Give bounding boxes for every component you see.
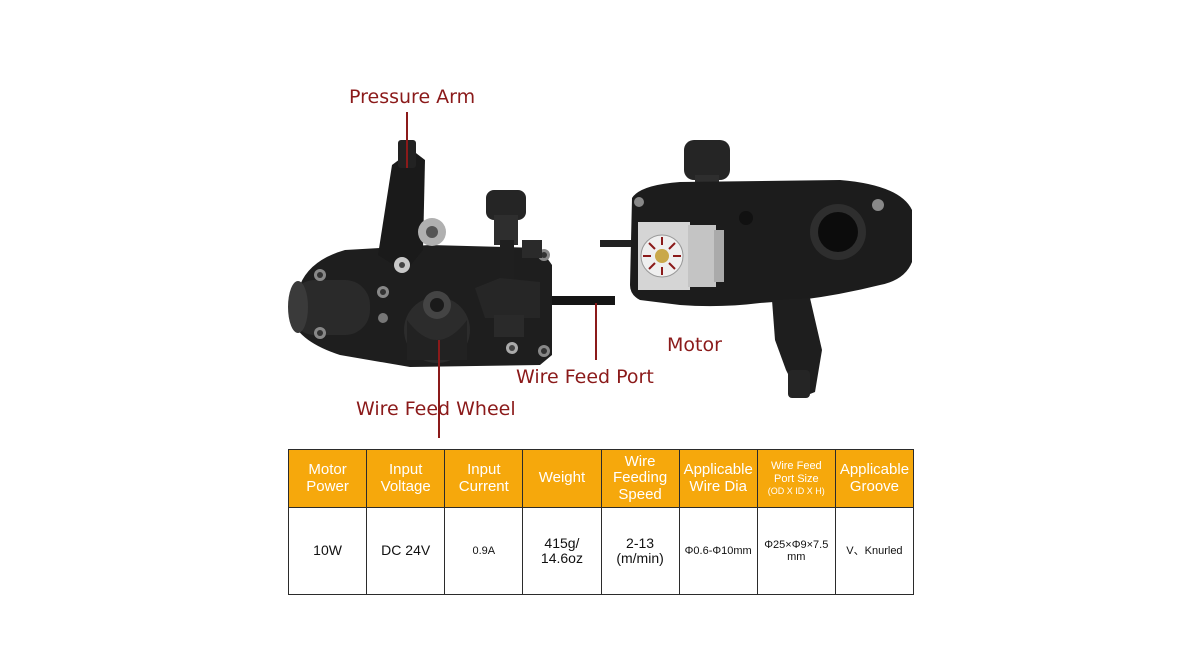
value-weight: 415g/ 14.6oz <box>522 507 602 595</box>
spec-table: Motor Power Input Voltage Input Current … <box>287 449 915 595</box>
wire-feeder-right-view <box>600 140 912 398</box>
header-input-current: Input Current <box>444 449 524 508</box>
value-applicable-groove: V、Knurled <box>834 507 915 595</box>
value-input-voltage: DC 24V <box>366 507 446 595</box>
header-wire-feeding-speed: Wire Feeding Speed <box>600 449 680 508</box>
pressure-arm-label: Pressure Arm <box>349 86 476 108</box>
callout-leaders <box>406 112 597 438</box>
header-input-voltage: Input Voltage <box>366 449 446 508</box>
wire-feeder-photo <box>288 112 912 438</box>
value-applicable-wire-dia: Φ0.6-Φ10mm <box>678 507 758 595</box>
wire-feed-port-label: Wire Feed Port <box>516 366 654 388</box>
motor-label: Motor <box>667 334 722 356</box>
wire-feeder-left-view <box>288 140 615 367</box>
value-input-current: 0.9A <box>444 507 524 595</box>
wire-feed-wheel-label: Wire Feed Wheel <box>356 398 516 420</box>
header-applicable-wire-dia: Applicable Wire Dia <box>678 449 758 508</box>
value-motor-power: 10W <box>287 507 368 595</box>
header-applicable-groove: Applicable Groove <box>834 449 915 508</box>
header-wire-feed-port-size: Wire Feed Port Size (OD X ID X H) <box>756 449 836 508</box>
value-wire-feeding-speed: 2-13 (m/min) <box>600 507 680 595</box>
spec-header-row: Motor Power Input Voltage Input Current … <box>287 449 915 508</box>
spec-value-row: 10W DC 24V 0.9A 415g/ 14.6oz 2-13 (m/min… <box>287 507 915 595</box>
header-wire-feed-port-size-sub: (OD X ID X H) <box>767 485 825 496</box>
header-weight: Weight <box>522 449 602 508</box>
header-wire-feed-port-size-label: Wire Feed Port Size <box>770 460 822 485</box>
header-motor-power: Motor Power <box>287 449 368 508</box>
value-wire-feed-port-size: Φ25×Φ9×7.5 mm <box>756 507 836 595</box>
